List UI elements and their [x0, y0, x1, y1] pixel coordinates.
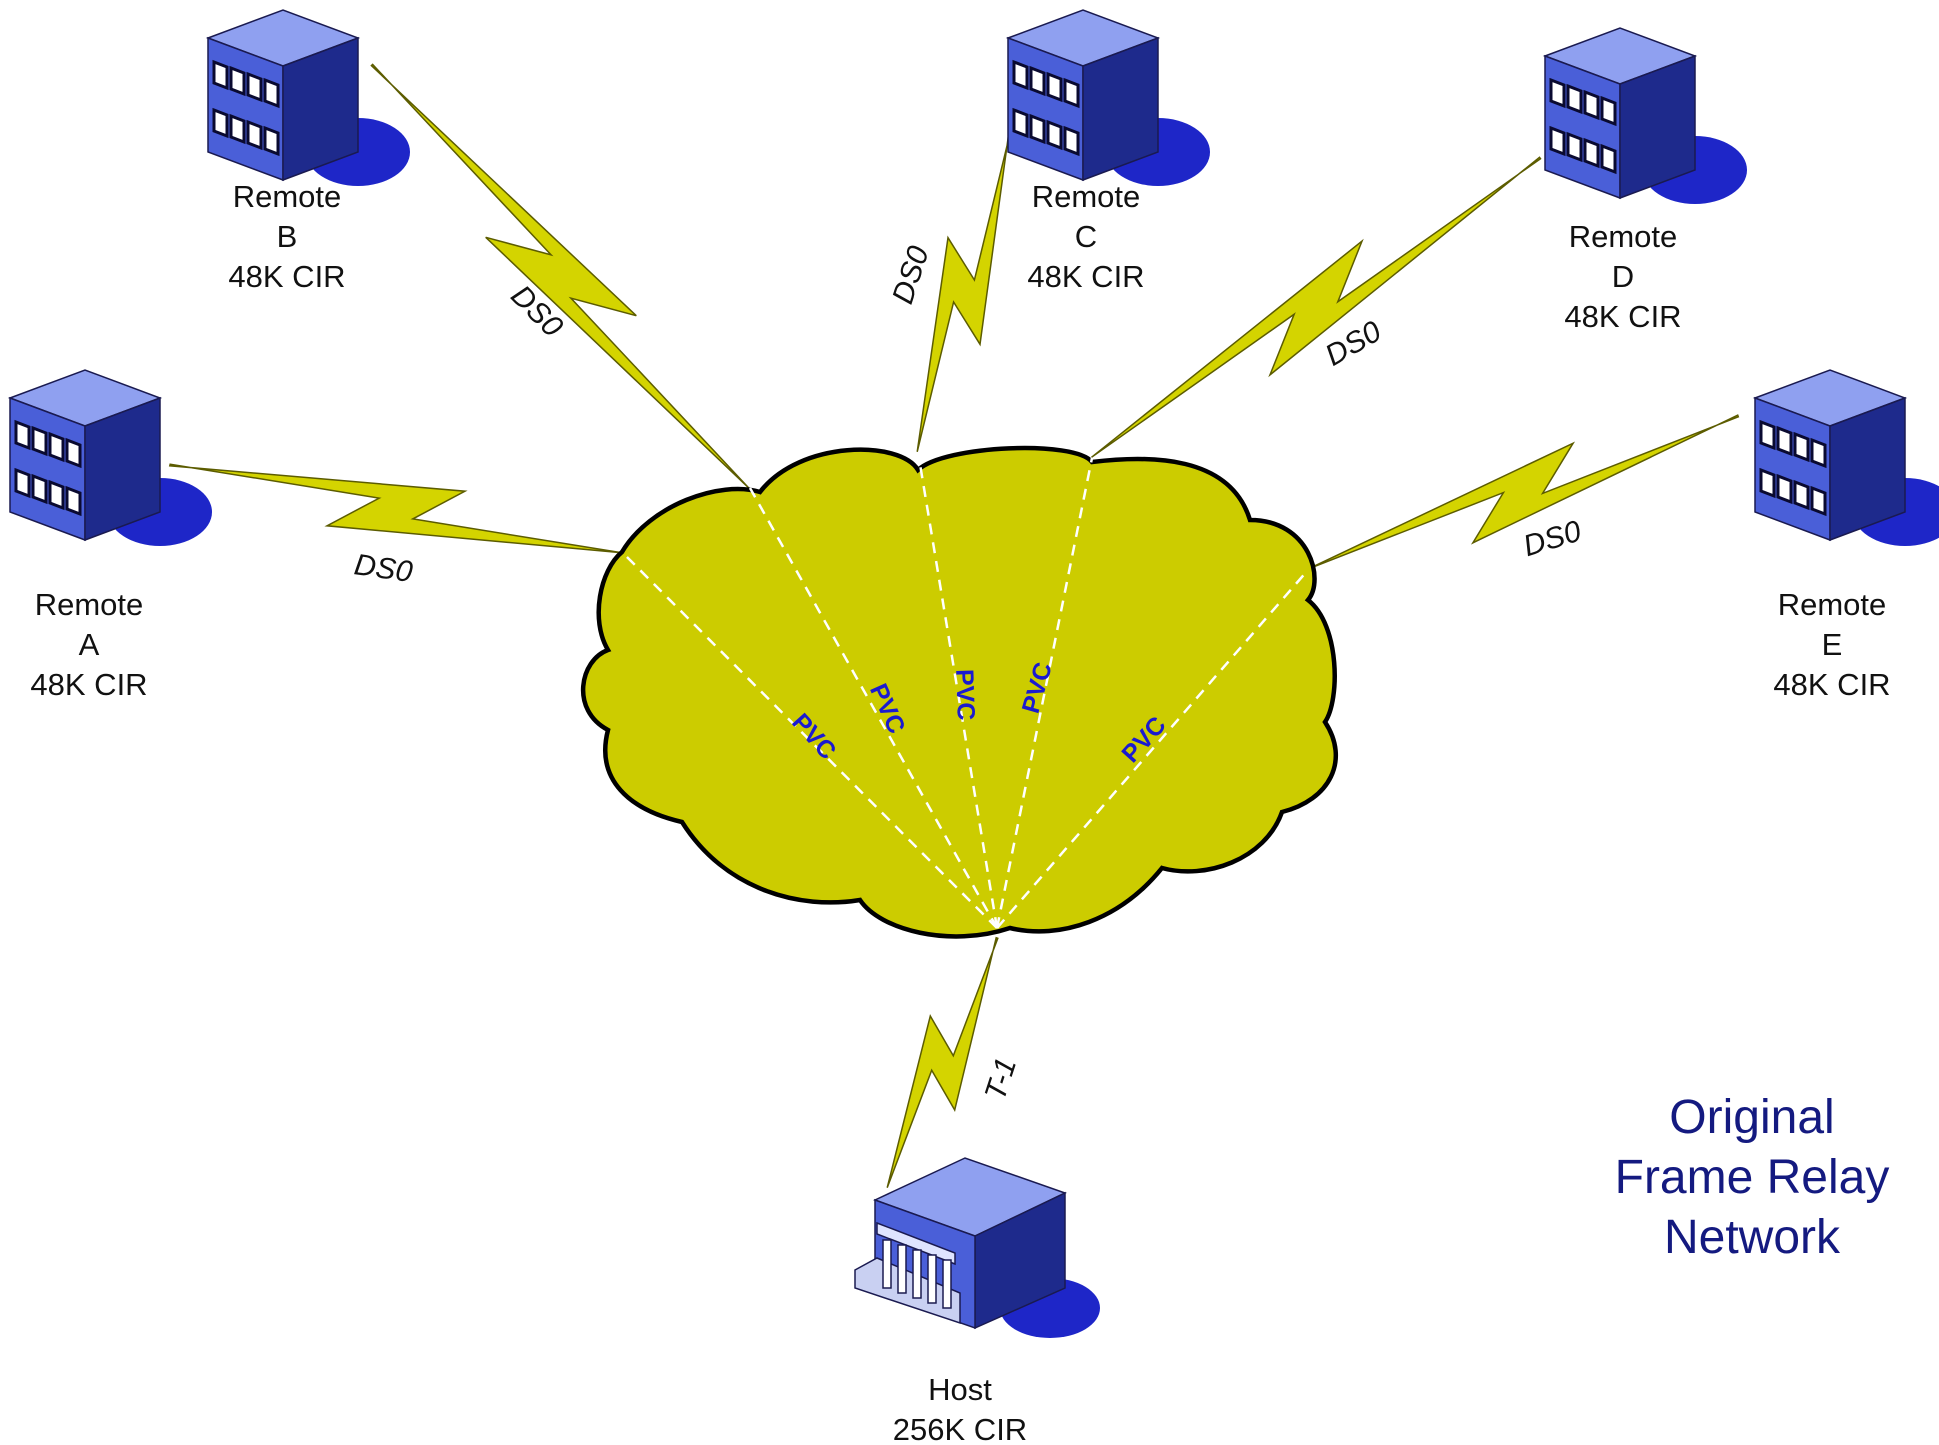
remote-b-building-icon — [205, 9, 410, 186]
remote-c-label-line: 48K CIR — [1027, 259, 1144, 294]
link-e-label: DS0 — [1519, 515, 1585, 564]
link-c — [916, 128, 1012, 452]
remote-a-building-icon — [7, 369, 212, 546]
host-label-line: Host — [928, 1372, 992, 1407]
remote-d-label-line: Remote — [1569, 219, 1678, 254]
cloud-shape — [581, 445, 1338, 939]
pvc-line — [995, 457, 1094, 929]
link-host-label: T-1 — [979, 1054, 1023, 1104]
link-d — [1091, 156, 1542, 458]
pvc-line — [621, 551, 998, 929]
remote-e-label-line: 48K CIR — [1773, 667, 1890, 702]
remote-b-label-line: Remote — [233, 179, 342, 214]
title-line: Frame Relay — [1615, 1151, 1890, 1204]
remote-e-building-icon — [1752, 369, 1939, 546]
remote-d-building-icon — [1542, 27, 1747, 204]
remote-b-label-line: 48K CIR — [228, 259, 345, 294]
remote-b-label-line: B — [277, 219, 298, 254]
link-e — [1307, 414, 1740, 570]
remote-d-label-line: D — [1612, 259, 1634, 294]
remote-e-label-line: Remote — [1778, 587, 1887, 622]
remote-a-label-line: A — [79, 627, 100, 662]
pvc-line — [748, 487, 999, 929]
title-line: Original — [1669, 1091, 1834, 1144]
pvc-line — [996, 569, 1309, 929]
sites-layer — [7, 9, 1939, 1338]
remote-c-label-line: Remote — [1032, 179, 1141, 214]
link-b — [370, 63, 750, 490]
pvc-c-label: PVC — [950, 669, 980, 721]
host-label-line: 256K CIR — [893, 1412, 1027, 1445]
pvc-layer — [621, 451, 1309, 929]
link-host — [886, 936, 999, 1188]
link-a — [168, 463, 622, 554]
title-line: Network — [1664, 1211, 1841, 1264]
remote-e-label-line: E — [1822, 627, 1843, 662]
link-a-label: DS0 — [352, 548, 415, 589]
link-c-label: DS0 — [886, 242, 936, 308]
remote-d-label-line: 48K CIR — [1564, 299, 1681, 334]
pvc-line — [916, 451, 999, 929]
remote-a-label-line: Remote — [35, 587, 144, 622]
host-building-icon — [854, 1157, 1100, 1338]
frame-relay-cloud — [581, 445, 1338, 939]
remote-c-label-line: C — [1075, 219, 1097, 254]
remote-a-label-line: 48K CIR — [30, 667, 147, 702]
remote-c-building-icon — [1005, 9, 1210, 186]
links-layer — [168, 63, 1740, 1188]
